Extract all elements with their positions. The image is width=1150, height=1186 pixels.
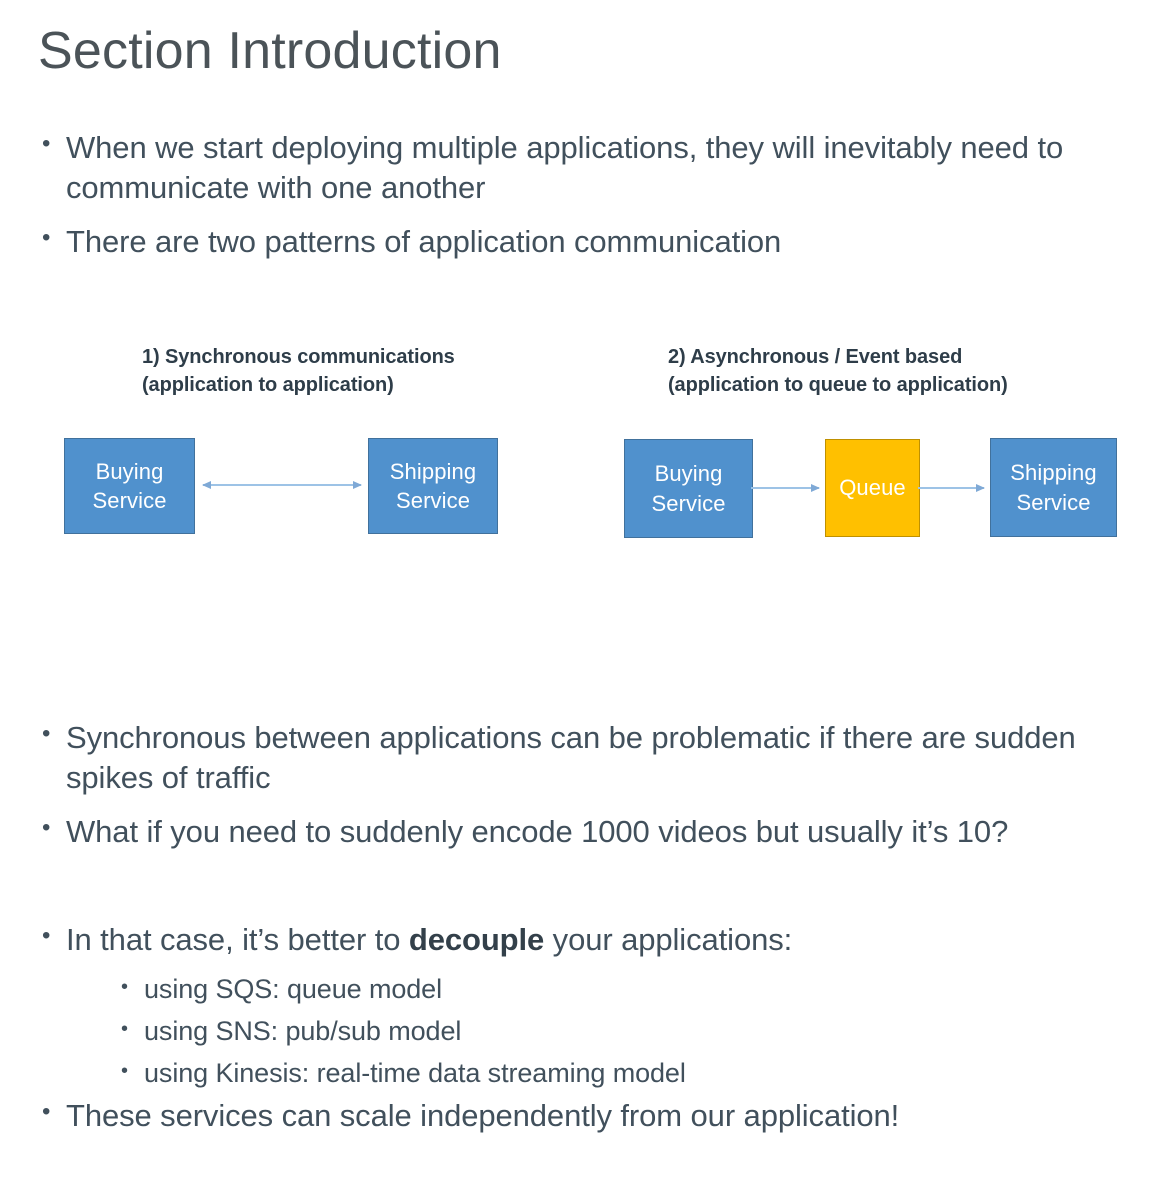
sub-list-item: using SNS: pub/sub model	[118, 1009, 1123, 1052]
list-item: What if you need to suddenly encode 1000…	[38, 811, 1123, 852]
list-item: There are two patterns of application co…	[38, 221, 1133, 262]
sub-list-item: using Kinesis: real-time data streaming …	[118, 1051, 1123, 1094]
diagram-node-buying-service-async: Buying Service	[624, 439, 753, 538]
list-item: Synchronous between applications can be …	[38, 717, 1123, 798]
diagram-panel-2-heading: 2) Asynchronous / Event based (applicati…	[668, 343, 1008, 400]
diagram-panel-1-heading: 1) Synchronous communications (applicati…	[142, 343, 455, 400]
decouple-emphasis: decouple	[408, 922, 545, 957]
intro-bullet-list: When we start deploying multiple applica…	[38, 127, 1133, 262]
node-label-line2: Service	[92, 488, 167, 513]
list-item-decouple: In that case, it’s better to decouple yo…	[38, 919, 1123, 1094]
diagram-panel-1-heading-line2: (application to application)	[142, 374, 394, 397]
connector-queue-to-shipping	[918, 484, 985, 492]
closing-bullet-list: These services can scale independently f…	[38, 1095, 1038, 1136]
connector-bidirectional-sync	[202, 481, 362, 489]
sub-list-item: using SQS: queue model	[118, 967, 1123, 1010]
decouple-bullet-list: In that case, it’s better to decouple yo…	[38, 919, 1123, 1094]
decouple-sub-list: using SQS: queue model using SNS: pub/su…	[66, 967, 1123, 1094]
node-label-line1: Shipping	[389, 458, 477, 484]
page-title: Section Introduction	[38, 22, 502, 80]
node-label-line2: Service	[1016, 489, 1091, 515]
problem-bullet-list: Synchronous between applications can be …	[38, 717, 1123, 852]
decouple-text-after: your applications:	[544, 922, 793, 957]
list-item: When we start deploying multiple applica…	[38, 127, 1133, 208]
node-label-line1: Buying	[654, 461, 723, 487]
diagram-panel-2-heading-line2: (application to queue to application)	[668, 374, 1008, 397]
node-label-line2: Service	[651, 490, 726, 516]
diagram-node-shipping-service-async: Shipping Service	[990, 438, 1117, 537]
node-label-line1: Shipping	[1010, 460, 1097, 486]
diagram-panel-1-heading-line1: 1) Synchronous communications	[142, 346, 455, 368]
diagram-node-queue: Queue	[825, 439, 920, 537]
node-label-line2: Service	[395, 488, 471, 513]
node-label-line1: Queue	[839, 475, 906, 501]
connector-buying-to-queue	[751, 484, 820, 492]
diagram-node-shipping-service-sync: Shipping Service	[368, 438, 498, 534]
list-item: These services can scale independently f…	[38, 1095, 1038, 1136]
node-label-line1: Buying	[95, 458, 164, 484]
decouple-text-before: In that case, it’s better to	[66, 922, 409, 957]
diagram-node-buying-service-sync: Buying Service	[64, 438, 195, 534]
diagram-panel-2-heading-line1: 2) Asynchronous / Event based	[668, 346, 963, 368]
